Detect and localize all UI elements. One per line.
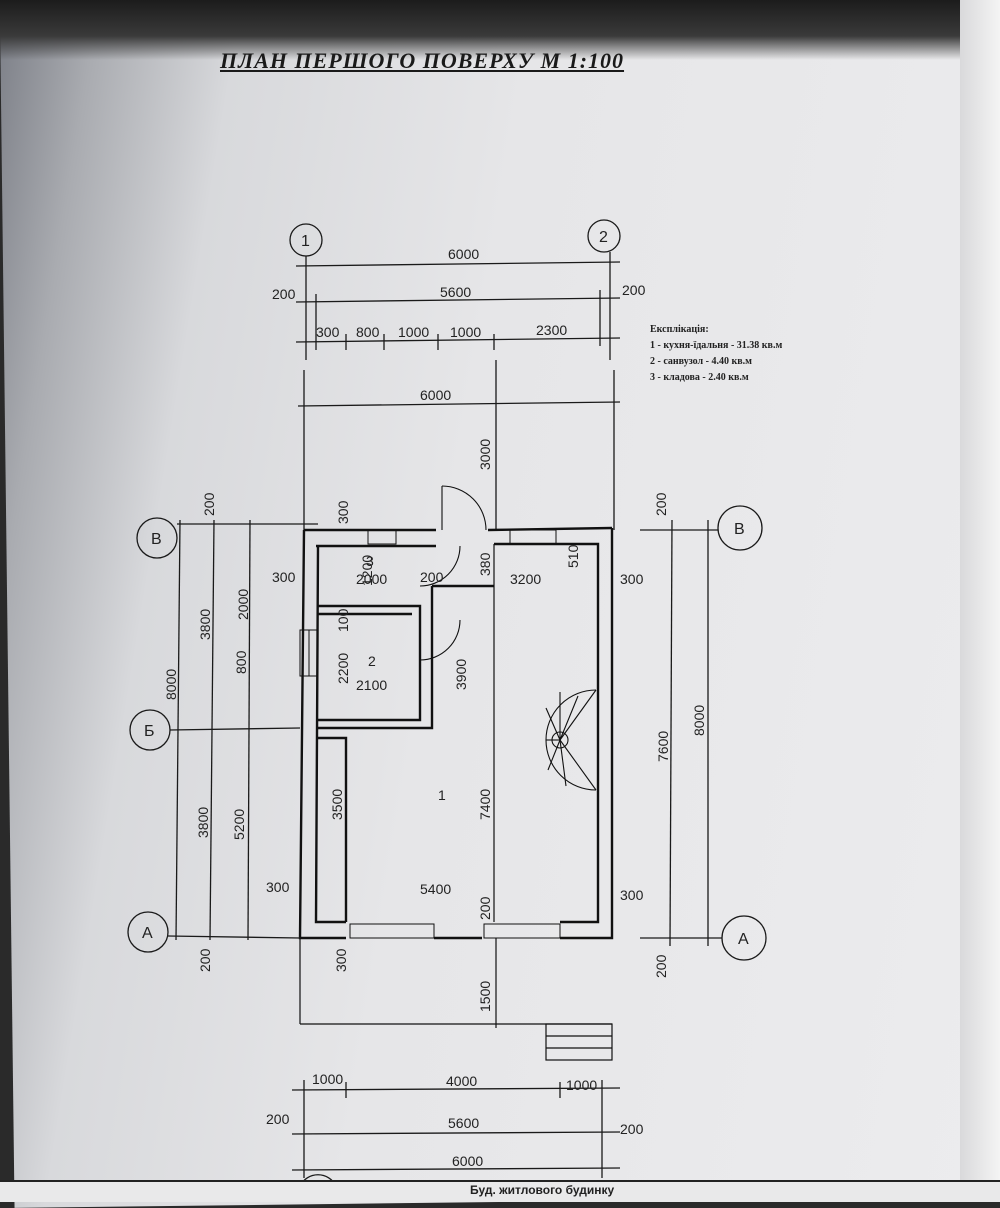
dim-text: 8000 [691,705,707,736]
dim-text: 300 [266,879,290,895]
dim-text: 5400 [420,881,451,897]
dim-text: 200 [620,1121,644,1137]
dim-text: 300 [335,500,351,524]
title-block [0,1180,1000,1202]
dim-text: 1000 [450,324,481,340]
spiral-staircase [545,689,597,791]
plan-title: ПЛАН ПЕРШОГО ПОВЕРХУ М 1:100 [220,48,625,73]
dim-text: 5200 [231,809,247,840]
dim-text: 1500 [477,981,493,1012]
dim-text: 5600 [440,284,471,300]
dim-text: 8000 [163,669,179,700]
dim-text: 4000 [446,1073,477,1089]
dim-text: 2000 [356,571,387,587]
storage-door-swing [419,545,461,587]
dim-text: 200 [197,948,213,972]
dim-text: 2200 [335,653,351,684]
dim-text: 1000 [566,1077,597,1093]
title-block-text: Буд. житлового будинку [470,1183,615,1197]
dim-text: 1200 [359,555,375,586]
dim-text: 800 [356,324,380,340]
dim-text: 3800 [197,609,213,640]
axis-bubble-2 [587,219,621,253]
axis-label: А [738,931,749,948]
axis-label: В [151,531,162,548]
axis-bubble-v-left [136,517,178,559]
axis-label: Б [144,723,155,740]
axis-label: 2 [599,229,608,246]
legend-item: 2 - санвузол - 4.40 кв.м [650,356,752,367]
dim-text: 200 [653,954,669,978]
room-number: 3 [366,553,374,569]
dim-text: 510 [565,544,581,568]
legend-item: 1 - кухня-їдальня - 31.38 кв.м [650,340,783,351]
dim-text: 1000 [312,1071,343,1087]
axis-bubble-a-left [127,911,169,953]
dim-text: 6000 [448,246,479,262]
dim-text: 800 [233,650,249,674]
dim-text: 200 [272,286,296,302]
dim-text: 300 [620,571,644,587]
dim-text: 3000 [477,439,493,470]
dim-text: 3200 [510,571,541,587]
axis-label: А [142,925,153,942]
axis-label: В [734,521,745,538]
dim-text: 200 [477,896,493,920]
dim-text: 300 [333,948,349,972]
dim-text: 3500 [329,789,345,820]
dim-text: 7600 [655,731,671,762]
room-number: 2 [368,653,376,669]
dim-text: 5600 [448,1115,479,1131]
dim-text: 300 [272,569,296,585]
room-number: 1 [438,787,446,803]
bath-door-swing [419,619,461,661]
axis-label: 1 [301,233,310,250]
dim-text: 300 [620,887,644,903]
dim-text: 100 [335,608,351,632]
room-legend: Експлікація: 1 - кухня-їдальня - 31.38 к… [650,322,782,386]
sheet-edge [960,0,1000,1200]
dim-text: 3800 [195,807,211,838]
dim-line [295,261,621,267]
dim-text: 2100 [356,677,387,693]
dim-text: 200 [201,492,217,516]
axis-bubble-v-right [717,505,763,551]
dim-text: 6000 [420,387,451,403]
porch-steps [545,1023,613,1061]
dim-text: 7400 [477,789,493,820]
dim-text: 200 [653,492,669,516]
dim-text: 2000 [235,589,251,620]
dim-text: 1000 [398,324,429,340]
dim-text: 6000 [452,1153,483,1169]
dim-text: 2300 [536,322,567,338]
legend-item: 3 - кладова - 2.40 кв.м [650,372,749,383]
dim-text: 380 [477,552,493,576]
dim-text: 200 [622,282,646,298]
entrance-door-swing [441,485,487,531]
dim-text: 300 [316,324,340,340]
dim-text: 200 [420,569,444,585]
dim-text: 200 [266,1111,290,1127]
dim-text: 3900 [453,659,469,690]
legend-heading: Експлікація: [650,324,709,335]
